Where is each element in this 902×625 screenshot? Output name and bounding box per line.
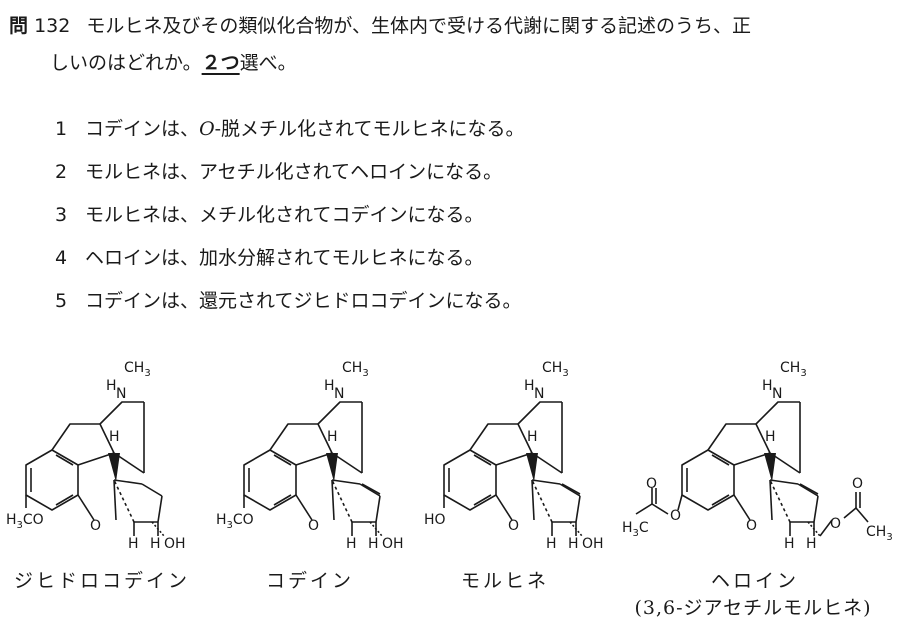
atom-n: N	[116, 386, 126, 402]
atom-oh: OH	[382, 536, 404, 552]
atom-h: H	[527, 429, 538, 445]
choice-5: 5 コデインは、還元されてジヒドロコデインになる。	[55, 286, 855, 329]
atom-oh: OH	[582, 536, 604, 552]
atom-h: H	[346, 536, 357, 552]
atom-h: H	[806, 536, 817, 552]
atom-h: H	[546, 536, 557, 552]
atom-o: O	[852, 476, 863, 492]
label-morphine: モルヒネ	[460, 570, 549, 592]
choice-1: 1 コデインは、O-脱メチル化されてモルヒネになる。	[55, 114, 855, 157]
question-number: 132	[34, 15, 71, 37]
atom-o: O	[746, 518, 757, 534]
choice-number: 3	[55, 204, 68, 226]
choice-number: 1	[55, 118, 68, 140]
choice-italic: O	[199, 118, 215, 140]
select-count: ２つ	[201, 52, 240, 74]
question-text-line2: しいのはどれか。２つ選べ。	[9, 45, 889, 82]
choice-text-after: -脱メチル化されてモルヒネになる。	[214, 118, 525, 140]
atom-h3co: H3CO	[6, 512, 44, 531]
label-heroin-subname: (3,6-ジアセチルモルヒネ)	[634, 597, 872, 619]
label-dihydrocodeine: ジヒドロコデイン	[13, 570, 190, 592]
choice-number: 5	[55, 290, 68, 312]
atom-oh: H	[150, 536, 161, 552]
question-text-after: 選べ。	[239, 52, 297, 74]
atom-n: N	[334, 386, 344, 402]
atom-h: H	[784, 536, 795, 552]
atom-h: H	[324, 378, 335, 394]
atom-h: H	[524, 378, 535, 394]
choice-3: 3 モルヒネは、メチル化されてコデインになる。	[55, 200, 855, 243]
atom-ch3: CH3	[124, 360, 151, 379]
atom-o: O	[508, 518, 519, 534]
atom-ch3: CH3	[866, 524, 893, 543]
atom-h: H	[327, 429, 338, 445]
atom-ch3: CH3	[780, 360, 807, 379]
choice-text: モルヒネは、アセチル化されてヘロインになる。	[85, 161, 503, 183]
question: 問 132 モルヒネ及びその類似化合物が、生体内で受ける代謝に関する記述のうち、…	[9, 8, 889, 82]
choice-text: ヘロインは、加水分解されてモルヒネになる。	[85, 247, 484, 269]
atom-h: H	[128, 536, 139, 552]
structure-morphine: N CH3 H H O H H OH HO	[424, 360, 604, 552]
atom-n: N	[534, 386, 544, 402]
choice-text: コデインは、	[85, 118, 200, 140]
question-number-label: 問	[9, 15, 29, 37]
structure-dihydrocodeine: N CH3 H H O H H OH H3CO	[6, 360, 186, 552]
label-heroin: ヘロイン	[710, 570, 799, 592]
atom-ho: HO	[424, 512, 446, 528]
atom-h: H	[765, 429, 776, 445]
structure-codeine: N CH3 H H O H H OH H3CO	[216, 360, 404, 552]
label-codeine: コデイン	[265, 570, 354, 592]
choice-text: コデインは、還元されてジヒドロコデインになる。	[85, 290, 522, 312]
atom-h3c: H3C	[622, 520, 649, 539]
atom-ch3: CH3	[542, 360, 569, 379]
atom-h: H	[368, 536, 379, 552]
choice-2: 2 モルヒネは、アセチル化されてヘロインになる。	[55, 157, 855, 200]
atom-ch3: CH3	[342, 360, 369, 379]
atom-o: O	[646, 476, 657, 492]
question-text-line1: モルヒネ及びその類似化合物が、生体内で受ける代謝に関する記述のうち、正	[86, 15, 751, 37]
choice-number: 4	[55, 247, 68, 269]
structure-diagrams: N CH3 H H O H H OH H3CO N CH3 H H O H H …	[6, 360, 893, 552]
atom-o: O	[308, 518, 319, 534]
atom-oh: OH	[164, 536, 186, 552]
atom-h: H	[568, 536, 579, 552]
atom-h: H	[762, 378, 773, 394]
atom-o: O	[90, 518, 101, 534]
choice-number: 2	[55, 161, 68, 183]
atom-h: H	[106, 378, 117, 394]
atom-h: H	[109, 429, 120, 445]
atom-n: N	[772, 386, 782, 402]
atom-h3co: H3CO	[216, 512, 254, 531]
choice-list: 1 コデインは、O-脱メチル化されてモルヒネになる。 2 モルヒネは、アセチル化…	[55, 114, 855, 329]
question-text-before: しいのはどれか。	[50, 52, 202, 74]
atom-o: O	[670, 508, 681, 524]
atom-o: O	[830, 516, 841, 532]
choice-text: モルヒネは、メチル化されてコデインになる。	[85, 204, 484, 226]
structure-heroin: N CH3 H H O H H O O H3C O O CH3	[622, 360, 893, 552]
choice-4: 4 ヘロインは、加水分解されてモルヒネになる。	[55, 243, 855, 286]
